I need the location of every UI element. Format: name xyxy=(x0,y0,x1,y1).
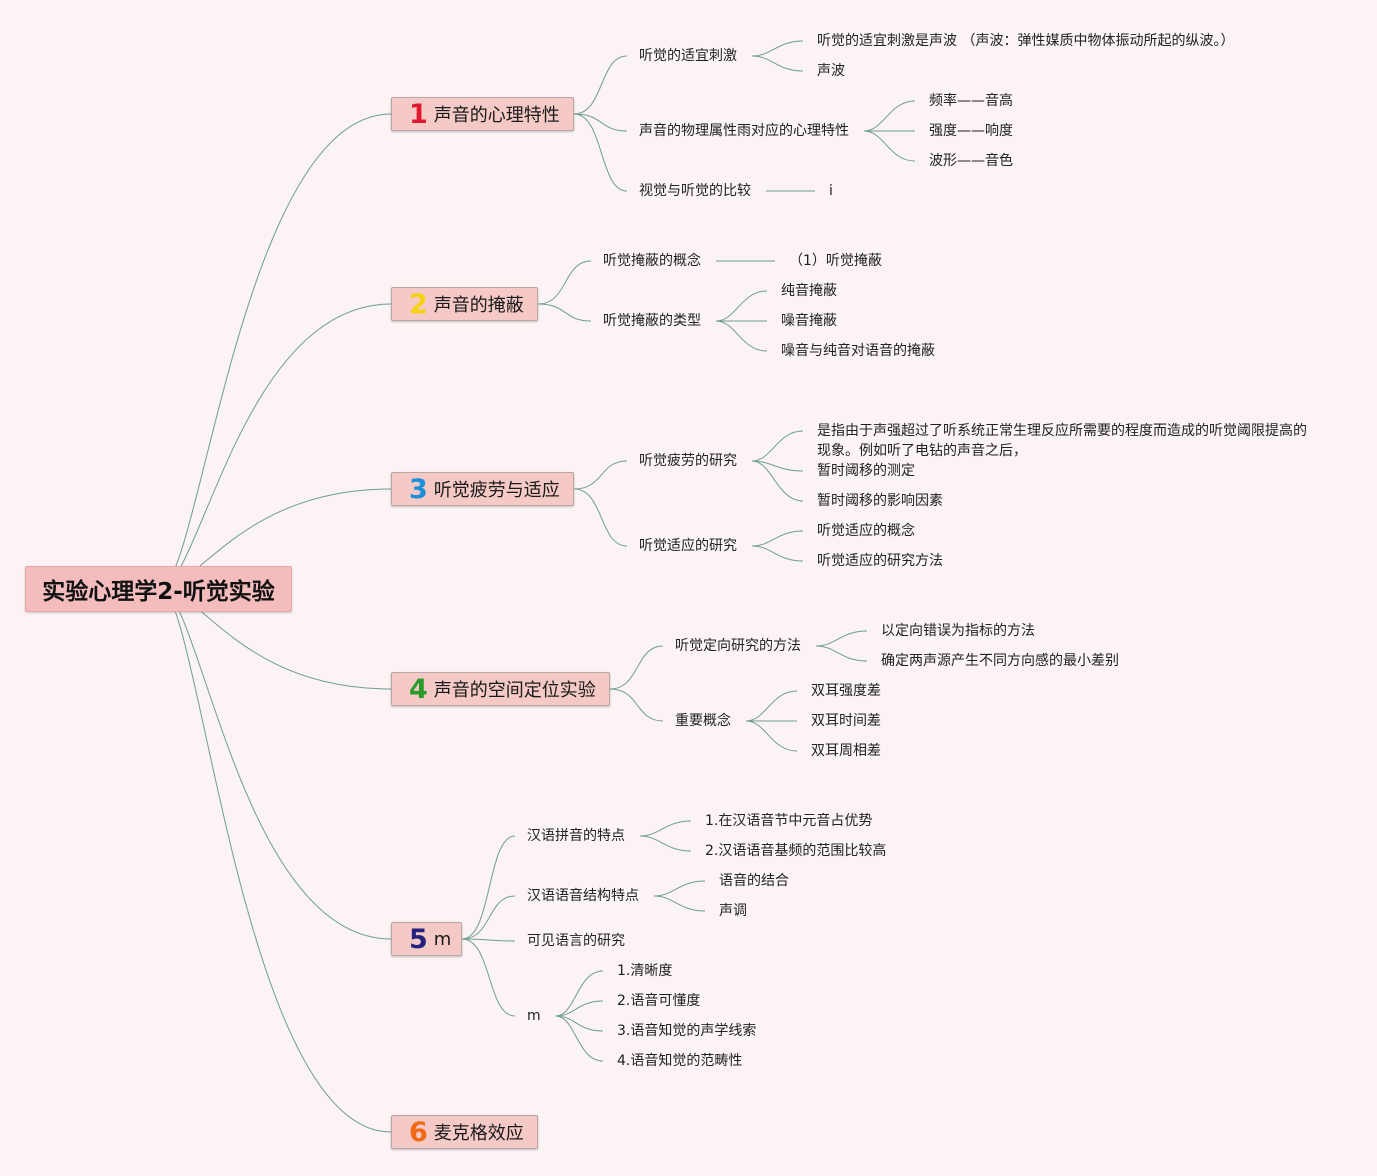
leaf-link xyxy=(863,130,916,162)
main-topic-label: 声音的心理特性 xyxy=(433,105,560,126)
main-topic-label: 麦克格效应 xyxy=(433,1123,524,1144)
topic-link xyxy=(573,55,628,115)
leaf-link xyxy=(555,970,604,1017)
topic-link xyxy=(461,895,516,940)
root-link xyxy=(159,587,392,940)
subtopic[interactable]: 声音的物理属性雨对应的心理特性 xyxy=(639,123,849,139)
leaf-link xyxy=(751,460,804,502)
topic-number-icon: 2 xyxy=(409,288,428,320)
leaf-topic[interactable]: 声波 xyxy=(817,63,845,79)
leaf-topic[interactable]: 频率——音高 xyxy=(929,93,1013,109)
topic-number-icon: 5 xyxy=(409,923,428,955)
leaf-topic[interactable]: i xyxy=(829,183,833,199)
subtopic[interactable]: 听觉适应的研究 xyxy=(639,538,737,554)
root-topic[interactable]: 实验心理学2-听觉实验 xyxy=(25,566,292,612)
leaf-topic[interactable]: 语音的结合 xyxy=(719,873,789,889)
topic-link xyxy=(573,488,628,547)
leaf-topic[interactable]: 3.语音知觉的声学线索 xyxy=(617,1023,757,1039)
leaf-link xyxy=(751,460,804,472)
leaf-topic[interactable]: 暂时阈移的测定 xyxy=(817,463,915,479)
topic-link xyxy=(573,113,628,192)
subtopic[interactable]: 可见语言的研究 xyxy=(527,933,625,949)
main-topic-label: 声音的空间定位实验 xyxy=(433,680,596,701)
topic-link xyxy=(461,938,516,1017)
topic-number-icon: 6 xyxy=(409,1116,428,1148)
subtopic[interactable]: 重要概念 xyxy=(675,713,731,729)
leaf-topic[interactable]: 强度——响度 xyxy=(929,123,1013,139)
leaf-link xyxy=(815,645,868,662)
leaf-link xyxy=(653,880,706,897)
main-topic-label: 听觉疲劳与适应 xyxy=(433,480,560,501)
leaf-link xyxy=(751,545,804,562)
root-link xyxy=(159,587,392,1133)
leaf-topic[interactable]: 噪音与纯音对语音的掩蔽 xyxy=(781,343,935,359)
leaf-link xyxy=(715,290,768,322)
topic-link xyxy=(537,303,592,322)
leaf-link xyxy=(555,1000,604,1017)
leaf-link xyxy=(815,630,868,647)
leaf-topic[interactable]: 双耳强度差 xyxy=(811,683,881,699)
leaf-topic[interactable]: 4.语音知觉的范畴性 xyxy=(617,1053,743,1069)
leaf-link xyxy=(751,430,804,462)
leaf-topic[interactable]: 以定向错误为指标的方法 xyxy=(881,623,1035,639)
root-link xyxy=(159,113,392,589)
leaf-topic[interactable]: 确定两声源产生不同方向感的最小差别 xyxy=(881,653,1119,669)
leaf-link xyxy=(715,320,768,352)
leaf-link xyxy=(751,40,804,57)
subtopic[interactable]: 汉语语音结构特点 xyxy=(527,888,639,904)
leaf-link xyxy=(639,820,692,837)
leaf-topic[interactable]: 双耳时间差 xyxy=(811,713,881,729)
leaf-topic[interactable]: 波形——音色 xyxy=(929,153,1013,169)
topic-link xyxy=(609,688,664,722)
topic-link xyxy=(573,113,628,132)
leaf-topic[interactable]: 1.清晰度 xyxy=(617,963,673,979)
leaf-topic[interactable]: 听觉适应的概念 xyxy=(817,523,915,539)
leaf-topic[interactable]: （1）听觉掩蔽 xyxy=(789,253,882,269)
leaf-topic[interactable]: 暂时阈移的影响因素 xyxy=(817,493,943,509)
topic-link xyxy=(537,260,592,305)
leaf-link xyxy=(555,1015,604,1062)
leaf-link xyxy=(653,895,706,912)
leaf-topic[interactable]: 2.汉语语音基频的范围比较高 xyxy=(705,843,887,859)
subtopic[interactable]: 汉语拼音的特点 xyxy=(527,828,625,844)
subtopic[interactable]: 听觉掩蔽的概念 xyxy=(603,253,701,269)
leaf-link xyxy=(751,530,804,547)
main-topic-label: 声音的掩蔽 xyxy=(433,295,524,316)
topic-number-icon: 4 xyxy=(409,673,428,705)
leaf-link xyxy=(745,690,798,722)
topic-link xyxy=(573,460,628,490)
leaf-topic[interactable]: 纯音掩蔽 xyxy=(781,283,837,299)
topic-link xyxy=(461,938,516,942)
leaf-topic[interactable]: 1.在汉语音节中元音占优势 xyxy=(705,813,873,829)
subtopic[interactable]: 听觉的适宜刺激 xyxy=(639,48,737,64)
leaf-topic[interactable]: 噪音掩蔽 xyxy=(781,313,837,329)
leaf-topic[interactable]: 声调 xyxy=(719,903,747,919)
leaf-link xyxy=(863,100,916,132)
main-topic-label: m xyxy=(433,928,452,950)
subtopic[interactable]: 听觉定向研究的方法 xyxy=(675,638,801,654)
topic-link xyxy=(609,645,664,690)
subtopic[interactable]: 听觉掩蔽的类型 xyxy=(603,313,701,329)
leaf-topic[interactable]: 2.语音可懂度 xyxy=(617,993,701,1009)
topic-number-icon: 1 xyxy=(409,98,428,130)
subtopic[interactable]: 视觉与听觉的比较 xyxy=(639,183,751,199)
leaf-link xyxy=(751,55,804,72)
topic-number-icon: 3 xyxy=(409,473,428,505)
leaf-topic[interactable]: 双耳周相差 xyxy=(811,743,881,759)
topic-link xyxy=(461,835,516,940)
leaf-topic[interactable]: 听觉的适宜刺激是声波 （声波：弹性媒质中物体振动所起的纵波。） xyxy=(817,33,1235,49)
root-link xyxy=(159,303,392,589)
leaf-topic[interactable]: 听觉适应的研究方法 xyxy=(817,553,943,569)
leaf-link xyxy=(745,720,798,752)
leaf-link xyxy=(639,835,692,852)
subtopic[interactable]: 听觉疲劳的研究 xyxy=(639,453,737,469)
leaf-topic[interactable]: 是指由于声强超过了听系统正常生理反应所需要的程度而造成的听觉阈限提高的现象。例如… xyxy=(817,423,1307,459)
subtopic[interactable]: m xyxy=(527,1008,541,1024)
